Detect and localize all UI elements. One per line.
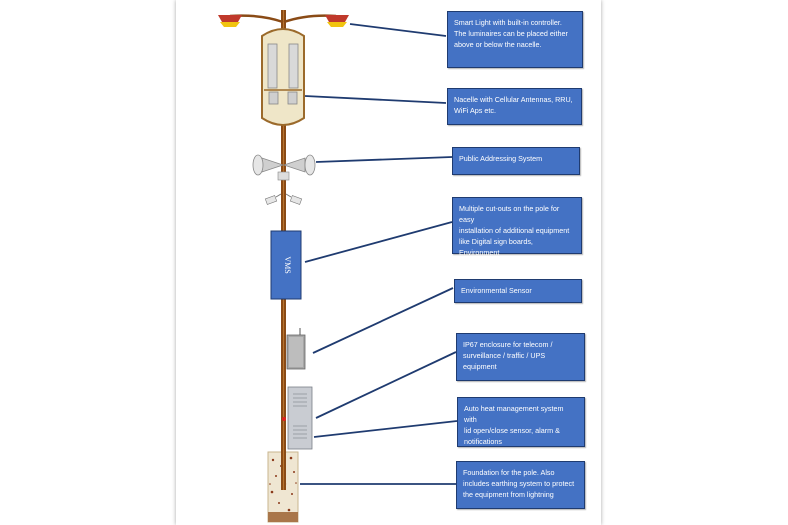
connector-pa-system [315,156,453,163]
callout-line: Multiple cut-outs on the pole for easy [459,204,560,224]
callout-line: The luminaires can be placed either [454,29,568,38]
vms-label: VMS [283,256,292,274]
callout-nacelle: Nacelle with Cellular Antennas, RRU, WiF… [447,88,582,125]
surveillance-cameras [264,193,303,205]
connector-nacelle [304,95,447,104]
callout-smart-light: Smart Light with built-in controller. Th… [447,11,583,68]
callout-ip67-enclosure: IP67 enclosure for telecom / surveillanc… [456,333,585,381]
connector-smart-light [349,23,447,37]
callout-line: IP67 enclosure for telecom / [463,340,553,349]
callout-line: sensors, Surveillance cameras etc. [459,259,571,268]
callout-cutouts: Multiple cut-outs on the pole for easy i… [452,197,582,268]
lid-sensor-indicator [282,417,286,421]
connector-cutouts [304,221,453,263]
callout-line: lid open/close sensor, alarm & [464,426,560,435]
connector-heat-mgmt [313,420,458,438]
callout-line: the equipment from lightning [463,490,554,499]
callout-line: Foundation for the pole. Also [463,468,555,477]
callout-heat-management: Auto heat management system with lid ope… [457,397,585,447]
nacelle [261,28,305,126]
callout-line: above or below the nacelle. [454,40,542,49]
callout-line: equipment [463,362,497,371]
callout-foundation: Foundation for the pole. Also includes e… [456,461,585,509]
callout-env-sensor: Environmental Sensor [454,279,582,303]
connector-env-sensor [312,287,454,354]
callout-line: like Digital sign boards, Environment [459,237,533,257]
callout-line: installation of additional equipment [459,226,570,235]
callout-line: Auto heat management system with [464,404,564,424]
callout-line: notifications [464,437,502,446]
callout-line: surveillance / traffic / UPS [463,351,546,360]
callout-pa-system: Public Addressing System [452,147,580,175]
smart-light [218,14,349,27]
ip67-enclosure [287,386,313,450]
callout-line: includes earthing system to protect [463,479,575,488]
vms-sign [270,230,302,300]
callout-line: Environmental Sensor [461,286,532,295]
connector-ip67 [315,351,457,419]
callout-line: Public Addressing System [459,154,543,163]
callout-line: Nacelle with Cellular Antennas, RRU, [454,95,573,104]
public-address-speakers [252,154,316,181]
callout-line: WiFi Aps etc. [454,106,496,115]
connector-lines [300,23,458,485]
callout-line: Smart Light with built-in controller. [454,18,562,27]
environmental-sensor [286,328,306,370]
